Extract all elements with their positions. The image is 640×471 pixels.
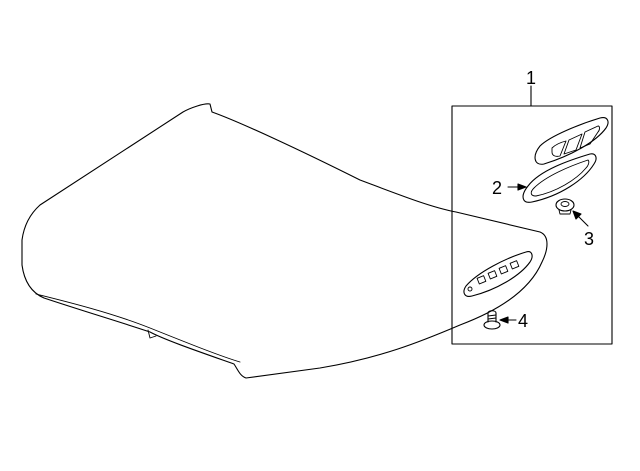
clip-head (555, 198, 575, 212)
hood-hinge-tab (147, 329, 157, 339)
callout-1-label: 1 (526, 68, 536, 88)
callout-3-label: 3 (584, 229, 594, 249)
hood-panel (21, 103, 548, 379)
kit-box-frame (451, 105, 613, 345)
callout-2-arrow (517, 183, 527, 191)
part-bolt: 4 (483, 310, 528, 331)
bolt-thread (487, 314, 497, 320)
callout-3-arrow (572, 210, 582, 220)
callout-4-label: 4 (518, 311, 528, 331)
callout-2-label: 2 (492, 178, 502, 198)
bolt-shank (487, 310, 497, 323)
hood-vent-trim (463, 251, 533, 297)
vent-gasket (522, 153, 597, 203)
hood-outline (21, 103, 548, 379)
bolt-flange (483, 320, 501, 330)
part-retainer-clip: 3 (555, 198, 594, 249)
vent-upper-slot-1 (551, 140, 567, 157)
vent-upper-housing (534, 117, 609, 165)
part-vent-bezel: 2 (492, 117, 609, 203)
clip-shank (558, 209, 572, 215)
vent-upper-slot-2 (563, 133, 583, 155)
hood-vent-slot-2 (487, 270, 498, 280)
hood-vent-slot-3 (498, 265, 509, 275)
hood-lower-edge (35, 293, 241, 363)
hood-vent-end-dot (467, 286, 473, 292)
clip-head-inner (560, 201, 570, 207)
callout-4-arrow (499, 316, 509, 324)
hood-vent-slot-1 (476, 275, 487, 285)
hood-vent-outline (463, 251, 533, 297)
kit-box: 1 (451, 68, 613, 345)
vent-gasket-inner (530, 159, 590, 197)
vent-upper-slot-3 (579, 125, 600, 149)
hood-vent-slot-4 (509, 260, 520, 270)
